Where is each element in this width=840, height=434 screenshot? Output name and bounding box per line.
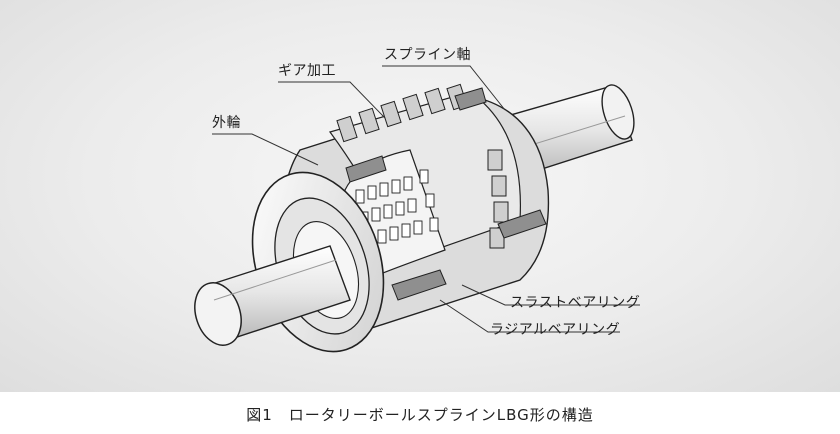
rotary-ball-spline-drawing [194,65,640,353]
label-spline-shaft: スプライン軸 [384,47,471,63]
thrust-bearing-blocks [345,87,547,301]
spline-shaft-front [194,245,351,346]
figure-caption: 図1 ロータリーボールスプラインLBG形の構造 [246,406,594,424]
label-gear: ギア加工 [278,63,336,79]
leader-lines [212,65,640,333]
label-radial-bearing: ラジアルベアリング [490,322,621,338]
label-outer-ring: 外輪 [212,115,241,131]
label-thrust-bearing: スラストベアリング [510,295,641,311]
